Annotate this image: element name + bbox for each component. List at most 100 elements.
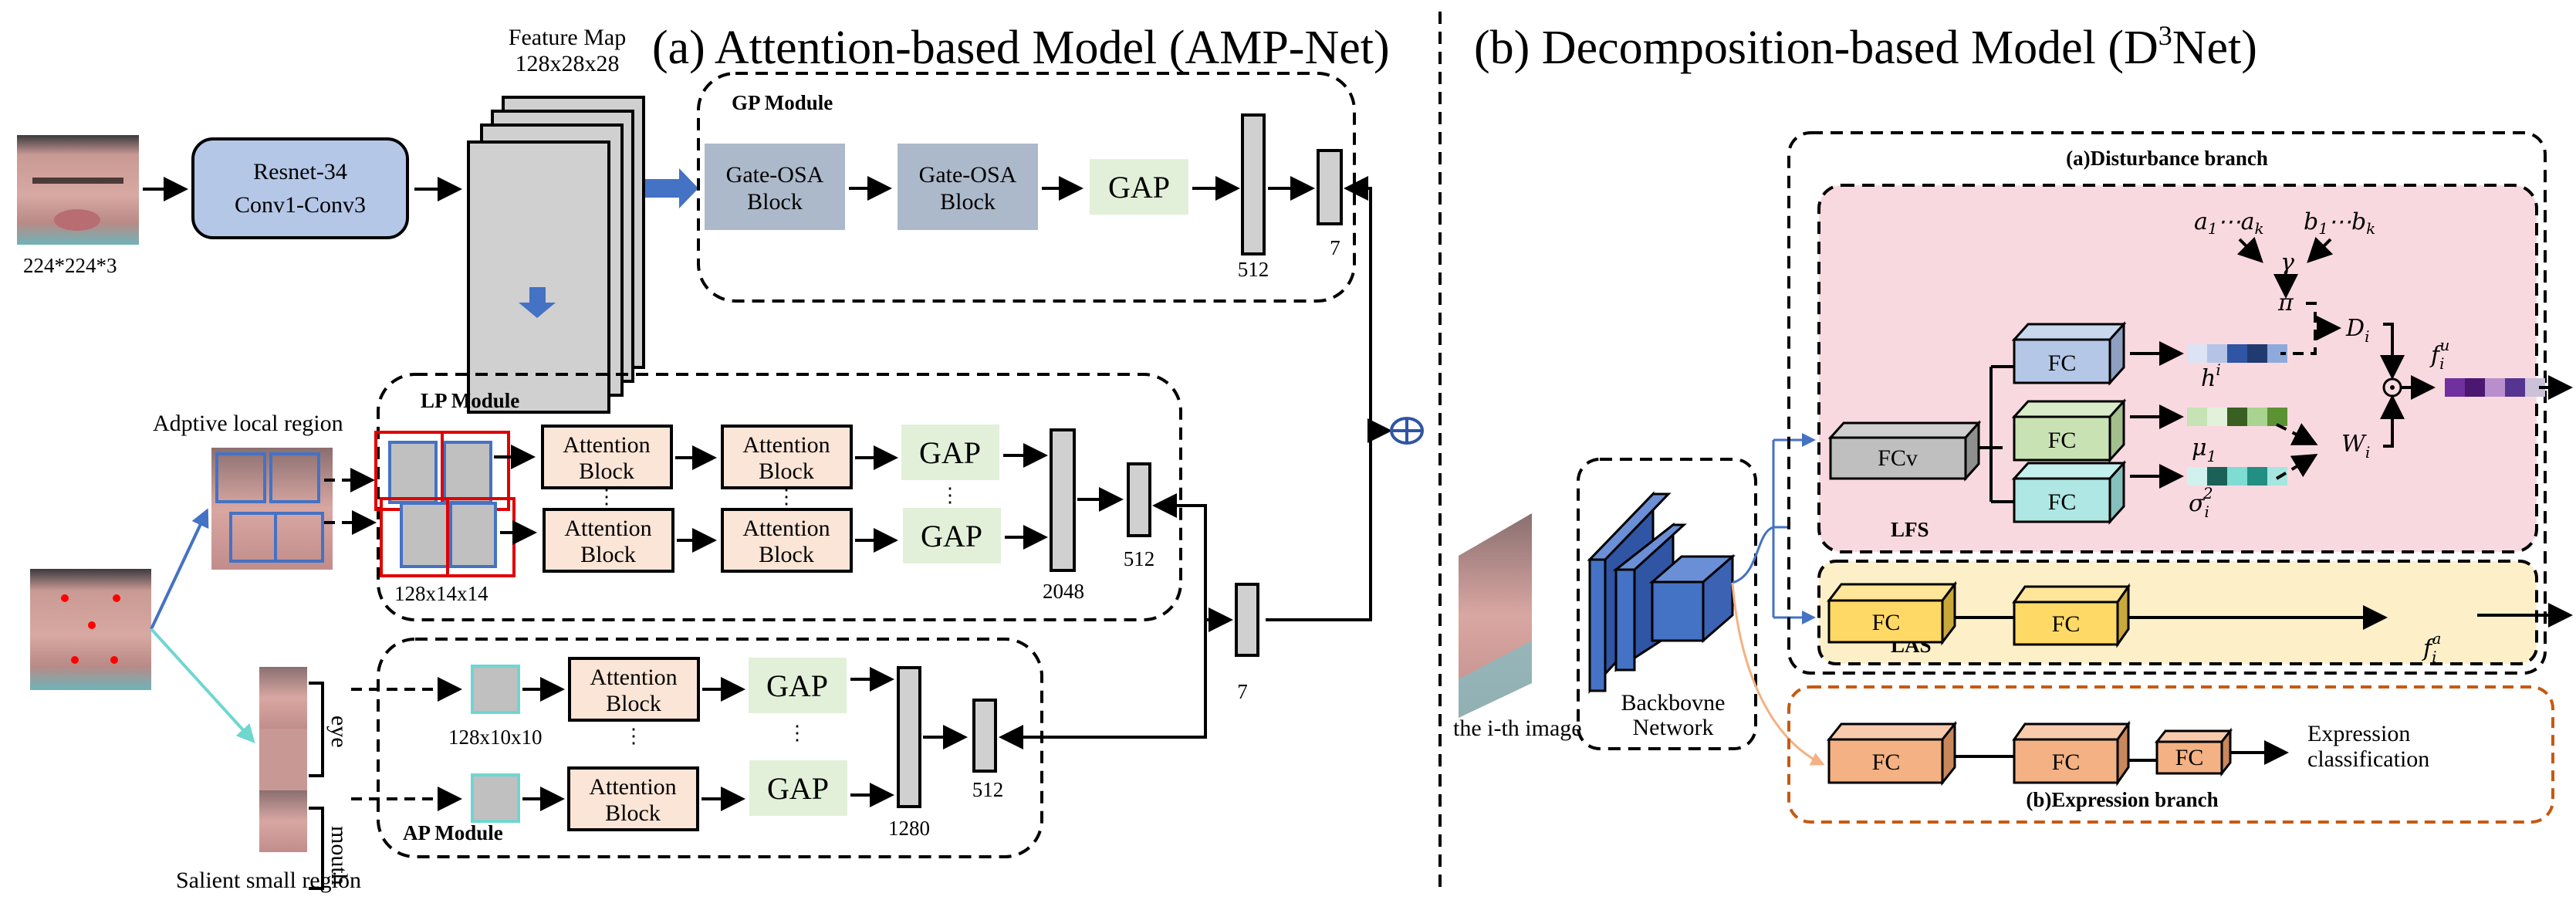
b1-label: b1⋯bk	[2304, 208, 2375, 238]
vec-mu-cell	[2227, 408, 2247, 426]
landmark-left-eye	[61, 594, 69, 602]
svg-text:FC: FC	[2048, 350, 2077, 376]
vec-h-cell	[2187, 344, 2207, 363]
fa-label: fia	[2422, 629, 2441, 666]
svg-text:FC: FC	[2048, 428, 2077, 453]
fc-blue-block: FC	[2011, 321, 2127, 386]
lp-module-box	[377, 373, 1182, 621]
arrow-D-to-odot	[2380, 323, 2405, 380]
svg-text:GAP: GAP	[766, 668, 828, 703]
ap-module-title: AP Module	[403, 821, 503, 844]
fusion-fc-7-bar	[1235, 583, 1259, 657]
landmark-mouth-left	[71, 656, 79, 664]
gp-module-title: GP Module	[732, 91, 833, 114]
svg-text:GAP: GAP	[767, 771, 829, 806]
mouth-bracket	[309, 807, 324, 890]
amp-net-title: (a) Attention-based Model (AMP-Net)	[652, 22, 1390, 74]
mu-vector	[2187, 408, 2287, 426]
vec-h-cell	[2207, 344, 2227, 363]
lp-gap-bottom: GAP	[903, 508, 1001, 563]
ap-vdots-2: ⋮	[787, 722, 807, 744]
odot-operator	[2382, 377, 2402, 398]
salient-region-strip	[259, 667, 307, 852]
pi-label: π	[2277, 289, 2294, 316]
backbone-box	[1577, 458, 1757, 750]
vec-h-cell	[2227, 344, 2247, 363]
las-fc-block-1: FC	[1826, 580, 1958, 646]
arrow-sigma-to-W	[2275, 453, 2318, 480]
arrow-fusion-to-lp	[1152, 493, 1207, 620]
fu-vector	[2445, 378, 2545, 397]
svg-text:GAP: GAP	[1108, 170, 1170, 205]
gp-gap-block: GAP	[1090, 159, 1188, 215]
lp-attention-block-2a: Attention Block	[721, 425, 853, 489]
lp-concat-2048-bar	[1050, 428, 1076, 572]
arrow-to-expression-branch	[1731, 582, 1825, 766]
disturbance-branch-title: (a)Disturbance branch	[2066, 147, 2268, 170]
blue-arrow-down-to-local	[519, 287, 556, 318]
arrow-to-salient-region	[150, 628, 255, 743]
landmark-mouth-right	[110, 656, 118, 664]
mouth-label: mouth	[326, 826, 352, 885]
ap-attention-block-mouth: Attention Block	[567, 766, 699, 831]
d3net-title: (b) Decomposition-based Model (D3Net)	[1474, 20, 2257, 74]
lp-attention-block-2b: Attention Block	[721, 508, 853, 573]
mu-label: μ1	[2192, 435, 2216, 465]
svg-text:Attention: Attention	[563, 432, 650, 458]
lp-attention-block-1b: Attention Block	[543, 508, 674, 573]
arrow-b-to-gamma	[2307, 236, 2334, 263]
ap-attention-block-eye: Attention Block	[568, 657, 700, 722]
svg-text:FC: FC	[1872, 749, 1901, 775]
svg-text:Attention: Attention	[564, 516, 651, 541]
svg-text:GAP: GAP	[919, 435, 981, 470]
ap-gap-mouth: GAP	[749, 760, 847, 816]
svg-text:Attention: Attention	[742, 516, 830, 541]
ap-mouth-patch	[471, 773, 520, 823]
lfs-box	[1817, 184, 2538, 553]
backbone-label-line2: Network	[1633, 715, 1714, 740]
svg-text:FC: FC	[1872, 610, 1901, 635]
ap-fc-512-label: 512	[972, 778, 1004, 801]
fu-label: fiu	[2429, 336, 2449, 373]
salient-small-region-label: Salient small region	[176, 868, 361, 893]
d3-input-label: the i-th image	[1453, 716, 1582, 741]
lp-fc-512-label: 512	[1124, 547, 1155, 570]
lp-concat-2048-label: 2048	[1043, 580, 1084, 603]
arrow-W-to-odot	[2380, 394, 2405, 448]
expr-fc-block-3: FC	[2154, 727, 2233, 777]
ap-vdots-1: ⋮	[624, 725, 644, 747]
lp-vdots-3: ⋮	[940, 484, 960, 506]
svg-text:FCv: FCv	[1878, 445, 1918, 471]
vec-mu-cell	[2247, 408, 2267, 426]
ap-gap-eye: GAP	[749, 658, 847, 713]
lp-gap-top: GAP	[901, 425, 999, 480]
feature-map-label: Feature Map	[509, 25, 626, 50]
a1-label: a1⋯ak	[2194, 208, 2264, 238]
blue-arrow-to-gp	[645, 168, 698, 208]
arrow-mu-to-W	[2276, 423, 2318, 445]
adaptive-local-region-label: Adptive local region	[153, 411, 343, 436]
lp-fc-512-bar	[1127, 462, 1151, 537]
h-vector	[2187, 344, 2287, 363]
gamma-label: γ	[2280, 249, 2294, 276]
svg-text:Block: Block	[606, 691, 661, 716]
svg-text:Gate-OSA: Gate-OSA	[919, 162, 1017, 188]
landmark-face-image	[30, 569, 151, 690]
fusion-fc-7-label: 7	[1237, 680, 1248, 703]
gate-osa-block-2: Gate-OSA Block	[898, 144, 1038, 230]
input-size-label: 224*224*3	[23, 254, 117, 277]
svg-text:FC: FC	[2175, 745, 2204, 770]
resnet-label-line2: Conv1-Conv3	[235, 192, 366, 218]
arrow-to-local-region	[150, 508, 209, 630]
lp-patch-size: 128x14x14	[394, 582, 488, 605]
svg-text:Block: Block	[605, 800, 661, 826]
pi-h-dashed-link	[2280, 302, 2317, 355]
W-label: Wi	[2341, 431, 2370, 462]
gp-fc-512-bar	[1241, 113, 1266, 255]
local-region-face-image	[211, 448, 333, 570]
ap-patch-size: 128x10x10	[448, 726, 543, 749]
svg-text:GAP: GAP	[921, 519, 982, 553]
vec-sigma-cell	[2227, 467, 2247, 486]
vec-fu-cell	[2465, 378, 2485, 397]
